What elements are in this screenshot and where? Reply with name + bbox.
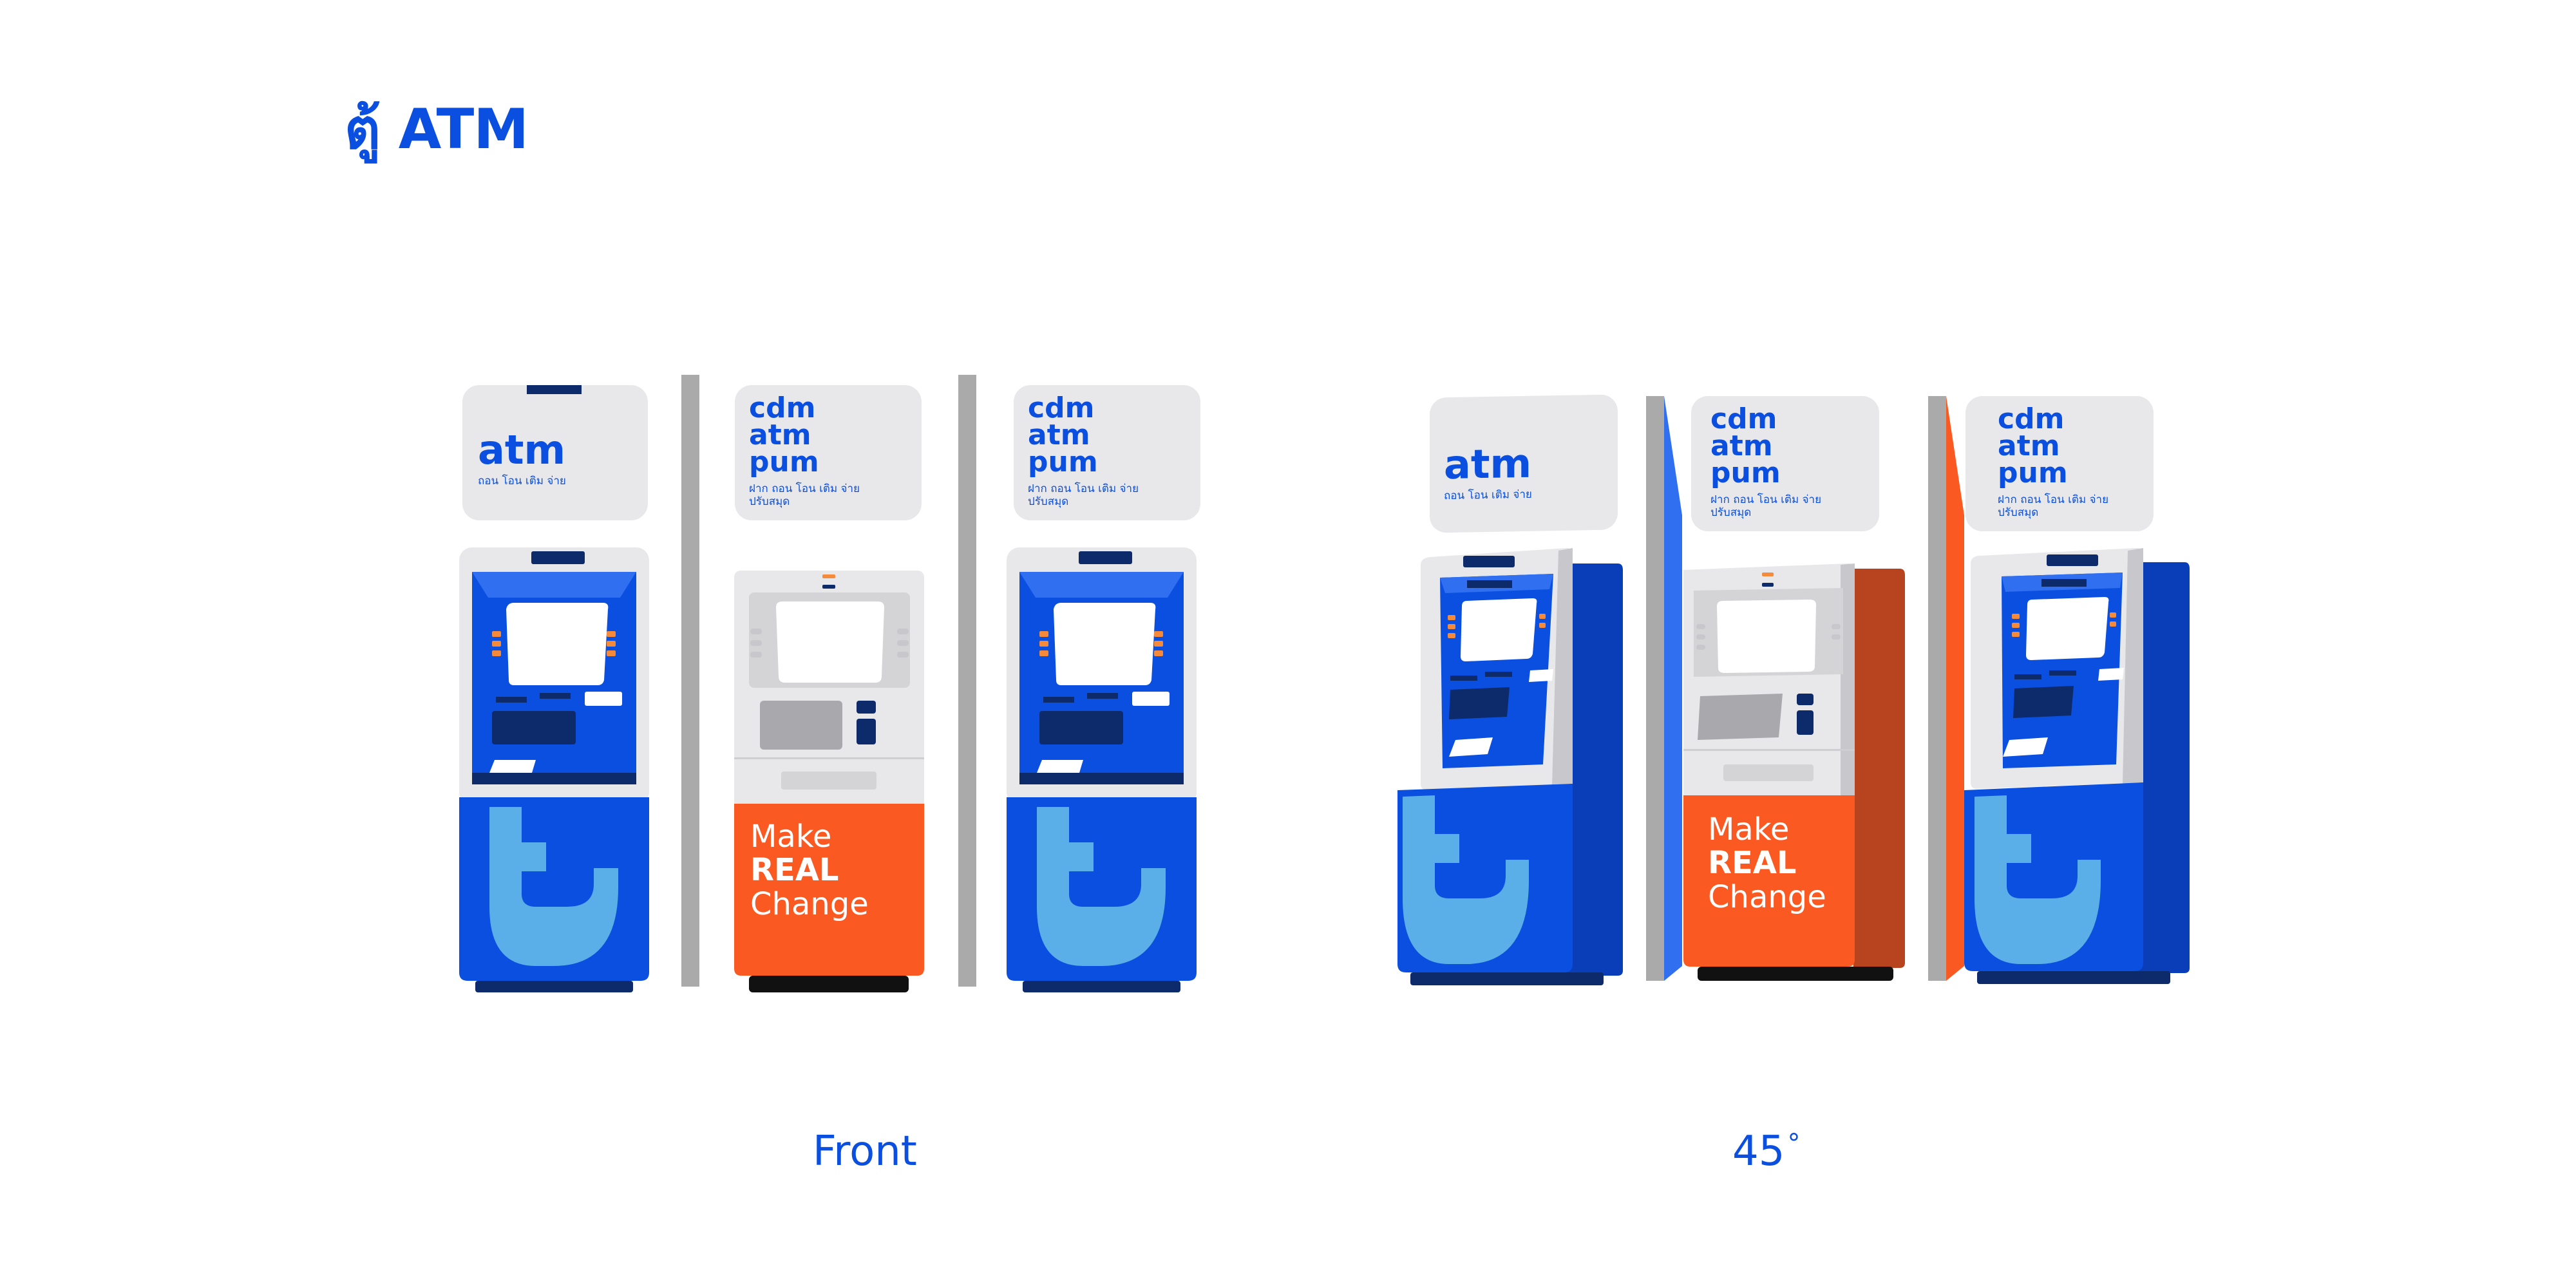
atm-body (1397, 548, 1623, 985)
sign-subtitle-2: ปรับสมุด (1710, 506, 1752, 519)
slogan-change: Change (1708, 879, 1826, 915)
degree-sign: ° (1787, 1129, 1801, 1159)
atm-machine-front-2: cdm atm pum ฝาก ถอน โอน เติม จ่าย ปรับสม… (1003, 385, 1200, 992)
multi-sign: cdm atm pum ฝาก ถอน โอน เติม จ่าย ปรับสม… (1014, 385, 1200, 520)
sign-line-atm: atm (749, 419, 811, 451)
atm-sign: atm ถอน โอน เติม จ่าย (462, 385, 648, 520)
cdm-machine-angle: cdm atm pum ฝาก ถอน โอน เติม จ่าย ปรับสม… (1674, 396, 1906, 989)
sign-line-atm: atm (1710, 430, 1773, 462)
view-label-front: Front (813, 1128, 917, 1175)
sign-line-atm: atm (1998, 430, 2060, 462)
sign-subtitle-1: ฝาก ถอน โอน เติม จ่าย (1028, 482, 1139, 495)
sign-line-pum: pum (1998, 457, 2068, 489)
sign-line-atm: atm (1028, 419, 1090, 451)
cdm-body (1683, 564, 1905, 981)
sign-line-pum: pum (1028, 446, 1098, 478)
sign-line-cdm: cdm (1028, 392, 1095, 424)
divider-bar (1928, 396, 1946, 981)
t-logo-icon (1975, 795, 2101, 964)
cdm-sign: cdm atm pum ฝาก ถอน โอน เติม จ่าย ปรับสม… (1691, 396, 1879, 531)
divider-bar (958, 375, 976, 987)
atm-machine-front-1: atm ถอน โอน เติม จ่าย (456, 385, 652, 992)
t-logo-icon (1037, 807, 1166, 966)
slogan-real: REAL (1708, 845, 1797, 881)
view-label-angle: 45° (1732, 1131, 1800, 1172)
sign-subtitle-1: ฝาก ถอน โอน เติม จ่าย (1998, 493, 2109, 506)
sign-subtitle-2: ปรับสมุด (1028, 495, 1069, 508)
slogan-change: Change (750, 886, 869, 922)
sign-line-cdm: cdm (1710, 402, 1777, 435)
divider-bar (1646, 396, 1664, 981)
multi-sign: cdm atm pum ฝาก ถอน โอน เติม จ่าย ปรับสม… (1965, 396, 2154, 531)
sign-subtitle-2: ปรับสมุด (1998, 506, 2039, 519)
t-logo-icon (1403, 795, 1529, 964)
sign-line-pum: pum (1710, 457, 1781, 489)
cdm-sign: cdm atm pum ฝาก ถอน โอน เติม จ่าย ปรับสม… (735, 385, 922, 520)
t-logo-icon (489, 807, 618, 966)
atm-body (459, 385, 649, 992)
sign-line-pum: pum (749, 446, 819, 478)
slogan-make: Make (1708, 811, 1790, 848)
cdm-body (734, 571, 924, 992)
sign-line-cdm: cdm (1998, 402, 2065, 435)
page-title: ตู้ ATM (345, 97, 529, 162)
sign-line-cdm: cdm (749, 392, 816, 424)
sign-subtitle-1: ฝาก ถอน โอน เติม จ่าย (749, 482, 860, 495)
atm-body (1964, 548, 2190, 984)
sign-subtitle-2: ปรับสมุด (749, 495, 790, 508)
sign-title: atm (478, 426, 566, 473)
cdm-machine-front: cdm atm pum ฝาก ถอน โอน เติม จ่าย ปรับสม… (731, 385, 927, 992)
slogan-real: REAL (750, 852, 839, 888)
atm-machine-angle-1: atm ถอน โอน เติม จ่าย (1391, 394, 1623, 989)
atm-machine-angle-2: cdm atm pum ฝาก ถอน โอน เติม จ่าย ปรับสม… (1964, 396, 2196, 989)
angle-value: 45 (1732, 1128, 1785, 1175)
sign-subtitle-1: ฝาก ถอน โอน เติม จ่าย (1710, 493, 1822, 506)
sign-subtitle: ถอน โอน เติม จ่าย (478, 475, 566, 488)
atm-body (1007, 547, 1197, 992)
slogan-make: Make (750, 819, 832, 855)
divider-bar (681, 375, 699, 987)
